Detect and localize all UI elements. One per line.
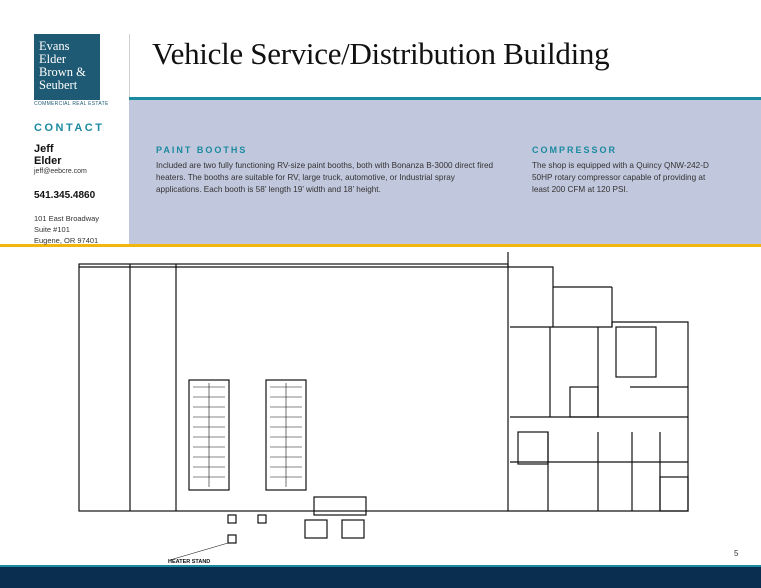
address-line-1: 101 East Broadway xyxy=(34,214,100,223)
accent-bar xyxy=(129,97,761,100)
gold-divider xyxy=(0,244,761,247)
logo-line-1: Evans xyxy=(39,39,70,53)
compressor-heading: COMPRESSOR xyxy=(532,145,618,155)
page-number: 5 xyxy=(734,549,739,558)
contact-address: 101 East Broadway Suite #101 Eugene, OR … xyxy=(34,213,99,246)
floor-plan: HEATER STAND xyxy=(78,252,689,565)
page-title: Vehicle Service/Distribution Building xyxy=(152,36,610,71)
contact-last-name: Elder xyxy=(34,155,62,167)
contact-phone[interactable]: 541.345.4860 xyxy=(34,190,96,201)
logo-line-2: Elder xyxy=(39,52,67,66)
logo-line-4: Seubert xyxy=(39,78,78,92)
footer-bar xyxy=(0,567,761,588)
contact-heading: CONTACT xyxy=(34,122,105,134)
address-line-2: Suite #101 xyxy=(34,225,70,234)
footer-accent xyxy=(0,565,761,567)
compressor-body: The shop is equipped with a Quincy QNW-2… xyxy=(532,161,709,194)
heater-stand-label: HEATER STAND xyxy=(168,559,210,565)
paint-booths-body: Included are two fully functioning RV-si… xyxy=(156,161,494,194)
logo-subtitle: COMMERCIAL REAL ESTATE xyxy=(34,101,109,107)
info-panel xyxy=(129,100,761,244)
contact-email-link[interactable]: jeff@eebcre.com xyxy=(34,168,87,175)
company-logo: Evans Elder Brown & Seubert xyxy=(34,34,100,100)
logo-line-3: Brown & xyxy=(39,65,86,79)
paint-booths-heading: PAINT BOOTHS xyxy=(156,145,248,155)
contact-first-name: Jeff xyxy=(34,143,54,155)
header-divider xyxy=(129,34,130,98)
address-line-3: Eugene, OR 97401 xyxy=(34,236,99,245)
contact-name: Jeff Elder xyxy=(34,143,62,167)
